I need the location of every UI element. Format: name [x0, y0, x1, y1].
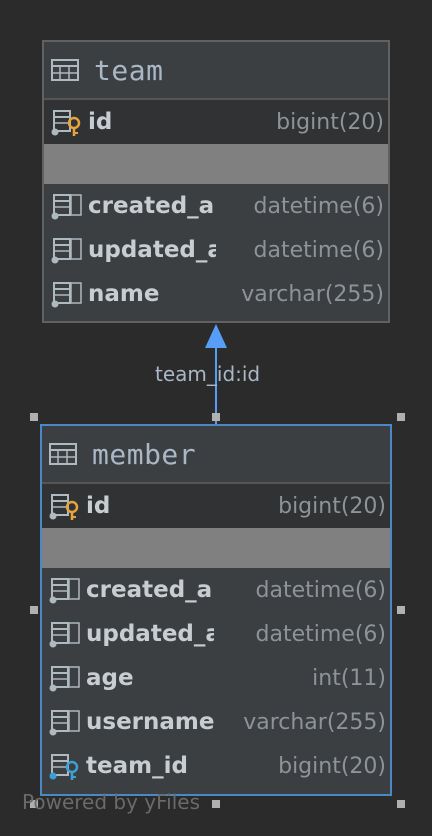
- column-type: datetime(6): [255, 621, 386, 647]
- resize-handle[interactable]: [30, 606, 38, 614]
- table-name: member: [92, 437, 197, 471]
- column-icon: [49, 622, 80, 648]
- column-row[interactable]: created_a datetime(6): [42, 568, 390, 612]
- column-type: datetime(6): [253, 193, 384, 219]
- column-type: datetime(6): [255, 577, 386, 603]
- primary-key-row[interactable]: id bigint(20): [42, 484, 390, 528]
- column-row[interactable]: name varchar(255): [44, 272, 388, 316]
- resize-handle[interactable]: [212, 413, 220, 421]
- section-separator: [44, 144, 388, 184]
- member-table-header[interactable]: member: [42, 426, 390, 484]
- table-icon: [49, 443, 77, 465]
- resize-handle[interactable]: [30, 800, 38, 808]
- column-name: created_a: [86, 577, 213, 603]
- column-type: int(11): [312, 665, 386, 691]
- column-icon: [49, 578, 80, 604]
- team-table[interactable]: team id bigint(20) created_a datetime(6): [42, 40, 390, 323]
- column-row[interactable]: created_a datetime(6): [44, 184, 388, 228]
- primary-key-column-icon: [49, 494, 79, 520]
- column-name: updated_a: [88, 237, 216, 263]
- team-table-header[interactable]: team: [44, 42, 388, 100]
- column-icon: [51, 194, 82, 220]
- column-name: age: [86, 665, 134, 691]
- column-type: bigint(20): [276, 109, 384, 135]
- column-row[interactable]: updated_a datetime(6): [42, 612, 390, 656]
- column-type: varchar(255): [243, 709, 386, 735]
- column-icon: [51, 282, 82, 308]
- column-icon: [51, 238, 82, 264]
- foreign-key-row[interactable]: team_id bigint(20): [42, 744, 390, 788]
- column-icon: [49, 666, 80, 692]
- column-type: bigint(20): [278, 493, 386, 519]
- column-name: team_id: [86, 753, 188, 779]
- column-row[interactable]: age int(11): [42, 656, 390, 700]
- primary-key-row[interactable]: id bigint(20): [44, 100, 388, 144]
- column-name: id: [88, 109, 113, 135]
- edge-arrowhead-icon: [205, 324, 227, 348]
- primary-key-column-icon: [51, 110, 81, 136]
- column-type: bigint(20): [278, 753, 386, 779]
- resize-handle[interactable]: [397, 413, 405, 421]
- section-separator: [42, 528, 390, 568]
- column-type: varchar(255): [241, 281, 384, 307]
- member-table[interactable]: member id bigint(20) created_a datetime(…: [40, 424, 392, 796]
- resize-handle[interactable]: [397, 606, 405, 614]
- column-icon: [49, 710, 80, 736]
- column-type: datetime(6): [253, 237, 384, 263]
- table-icon: [51, 59, 79, 81]
- resize-handle[interactable]: [397, 800, 405, 808]
- resize-handle[interactable]: [30, 413, 38, 421]
- foreign-key-column-icon: [49, 754, 79, 780]
- column-name: created_a: [88, 193, 215, 219]
- resize-handle[interactable]: [212, 800, 220, 808]
- edge-label: team_id:id: [155, 362, 261, 386]
- column-name: updated_a: [86, 621, 214, 647]
- column-name: name: [88, 281, 160, 307]
- column-row[interactable]: username varchar(255): [42, 700, 390, 744]
- table-name: team: [94, 53, 164, 87]
- column-name: username: [86, 709, 214, 735]
- column-row[interactable]: updated_a datetime(6): [44, 228, 388, 272]
- column-name: id: [86, 493, 111, 519]
- watermark: Powered by yFiles: [22, 790, 200, 814]
